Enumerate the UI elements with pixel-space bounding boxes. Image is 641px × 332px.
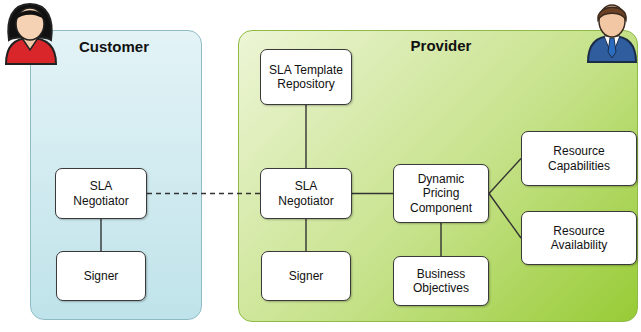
region-heading: Provider: [411, 37, 472, 54]
box-label: Resource Capabilities: [528, 144, 630, 173]
component-box: SLA Negotiator: [260, 168, 352, 219]
box-label: SLA Template Repository: [267, 63, 345, 92]
provider-icon: [588, 5, 636, 62]
party-region: ProviderSLA Template RepositorySLA Negot…: [238, 30, 638, 322]
connector-line: [305, 219, 306, 251]
component-box: Dynamic Pricing Component: [393, 164, 489, 223]
box-label: Dynamic Pricing Component: [400, 172, 482, 215]
component-box: SLA Template Repository: [260, 49, 352, 105]
connector-line: [352, 193, 393, 194]
connector-line: [489, 159, 521, 194]
box-label: SLA Negotiator: [62, 179, 140, 208]
component-box: Signer: [261, 251, 351, 301]
component-box: SLA Negotiator: [55, 168, 147, 219]
component-box: Business Objectives: [393, 256, 489, 306]
party-region: CustomerSLA NegotiatorSigner: [30, 30, 202, 320]
connector-line: [305, 105, 306, 168]
box-label: Resource Availability: [528, 224, 630, 253]
region-heading: Customer: [79, 38, 149, 55]
connector-line: [100, 219, 101, 251]
component-box: Signer: [56, 251, 146, 301]
component-box: Resource Availability: [521, 211, 637, 265]
box-label: Signer: [84, 269, 119, 283]
customer-icon: [6, 4, 56, 64]
component-box: Resource Capabilities: [521, 131, 637, 186]
box-label: Signer: [289, 269, 324, 283]
connector-line: [440, 223, 441, 256]
box-label: SLA Negotiator: [267, 179, 345, 208]
connector-line: [489, 194, 521, 239]
box-label: Business Objectives: [400, 267, 482, 296]
negotiation-link: [147, 193, 260, 194]
